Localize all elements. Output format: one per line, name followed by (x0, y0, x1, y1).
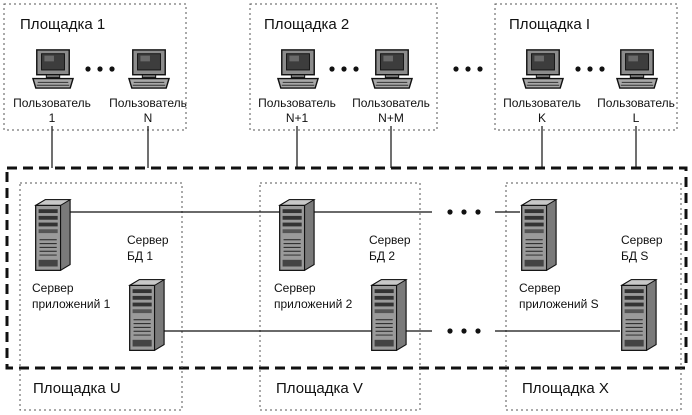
site-box-v (259, 182, 421, 411)
tower-server-icon (621, 279, 657, 351)
site-title-v: Площадка V (276, 380, 363, 397)
site-title-u: Площадка U (33, 380, 121, 397)
user-index: N (144, 111, 153, 125)
tower-server-icon (35, 199, 71, 271)
db-server-label: БД 1 (127, 249, 153, 263)
desktop-computer-icon (522, 49, 564, 89)
app-server-label: Сервер (274, 281, 316, 295)
tower-server-icon (279, 199, 315, 271)
dots-ellipsis-icon (85, 66, 605, 334)
user-index: 1 (49, 111, 56, 125)
app-server-label: приложений 1 (32, 297, 111, 311)
desktop-computer-icon (371, 49, 413, 89)
tower-server-icon (129, 279, 165, 351)
tower-server-icon (371, 279, 407, 351)
user-label: Пользователь (109, 96, 187, 110)
site-title-i: Площадка I (509, 16, 590, 33)
user-label: Пользователь (13, 96, 91, 110)
site-title-x: Площадка X (522, 380, 609, 397)
user-label: Пользователь (258, 96, 336, 110)
db-server-label: Сервер (369, 233, 411, 247)
user-index: K (538, 111, 546, 125)
user-index: L (633, 111, 640, 125)
site-title-1: Площадка 1 (20, 16, 105, 33)
db-server-label: Сервер (127, 233, 169, 247)
app-server-label: приложений S (519, 297, 599, 311)
db-server-label: БД 2 (369, 249, 395, 263)
server-zone-boundary (5, 166, 688, 370)
desktop-computer-icon (128, 49, 170, 89)
site-box-2 (249, 3, 438, 131)
app-server-label: Сервер (519, 281, 561, 295)
site-box-1 (3, 3, 187, 131)
user-label: Пользователь (503, 96, 581, 110)
db-server-label: Сервер (621, 233, 663, 247)
user-label: Пользователь (352, 96, 430, 110)
user-index: N+1 (286, 111, 309, 125)
app-server-label: Сервер (32, 281, 74, 295)
user-index: N+M (378, 111, 404, 125)
site-title-2: Площадка 2 (264, 16, 349, 33)
desktop-computer-icon (32, 49, 74, 89)
site-box-u (19, 182, 183, 411)
tower-server-icon (521, 199, 557, 271)
desktop-computer-icon (616, 49, 658, 89)
desktop-computer-icon (277, 49, 319, 89)
user-label: Пользователь (597, 96, 675, 110)
site-box-x (505, 182, 682, 411)
app-server-label: приложений 2 (274, 297, 353, 311)
site-box-i (494, 3, 678, 131)
db-server-label: БД S (621, 249, 648, 263)
